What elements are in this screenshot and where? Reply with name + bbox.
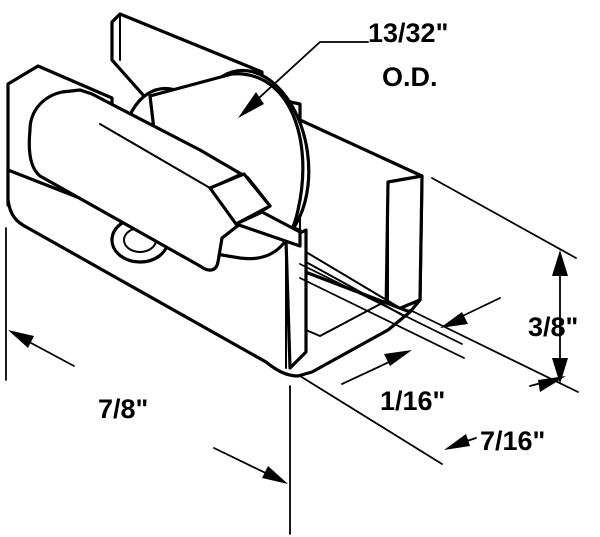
slot-arrowhead-upper <box>440 312 468 328</box>
od-arrowhead <box>238 92 264 118</box>
slot-width-label: 1/16" <box>380 386 445 416</box>
housing-slot-inner <box>305 189 389 337</box>
width-arrowhead-lower <box>444 434 470 450</box>
height-arrow-bottom <box>552 358 568 384</box>
housing-end-face <box>384 174 424 316</box>
length-dimension <box>5 227 291 535</box>
height-extension-top <box>431 177 577 259</box>
length-arrowhead-left <box>8 330 34 348</box>
slot-dimension <box>299 263 501 385</box>
od-dimension <box>238 41 369 118</box>
slot-arrowhead-lower <box>384 350 412 366</box>
od-abbr-label: O.D. <box>382 62 438 92</box>
slot-extension-b <box>299 277 465 359</box>
width-extension-left <box>299 375 443 465</box>
axle-pin <box>234 210 302 248</box>
length-arrowhead-right <box>262 466 288 484</box>
axle-clip <box>27 88 302 272</box>
axle-clip-lip <box>208 172 272 226</box>
width-dimension <box>299 375 566 465</box>
slot-extension-a <box>299 263 463 345</box>
width-label: 7/16" <box>480 426 545 456</box>
height-dimension <box>409 177 579 393</box>
length-label: 7/8" <box>98 394 148 424</box>
height-arrow-top <box>552 250 568 276</box>
housing-slot <box>284 228 308 370</box>
axle-clip-top <box>27 88 272 272</box>
od-leader-line <box>247 41 369 109</box>
od-value-label: 13/32" <box>368 18 448 48</box>
width-arrowhead-upper <box>538 376 566 392</box>
height-label: 3/8" <box>528 312 578 342</box>
